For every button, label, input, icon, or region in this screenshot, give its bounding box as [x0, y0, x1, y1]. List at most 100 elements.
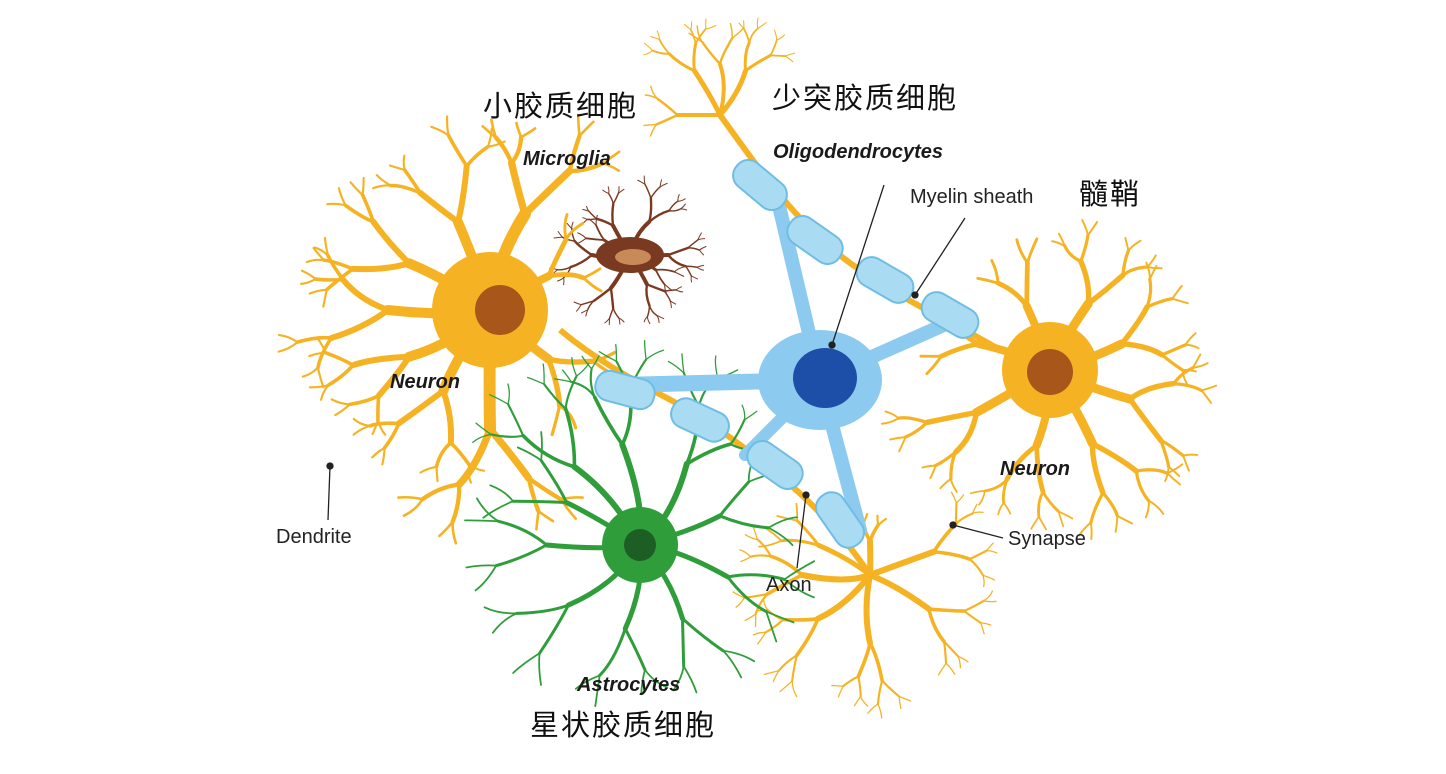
astrocyte-process	[489, 433, 525, 438]
microglia-process	[673, 266, 686, 273]
left-neuron-dendrite	[402, 154, 406, 171]
astrocyte-process	[482, 500, 514, 519]
axon-terminal-branch	[957, 655, 962, 669]
astrocyte-process	[561, 369, 572, 383]
astrocyte-process	[743, 410, 758, 421]
axon-terminal-branch	[831, 684, 844, 687]
left-neuron-dendrite	[326, 363, 355, 387]
oligo-pointer-line	[831, 184, 885, 346]
right-neuron-dendrite	[1171, 284, 1183, 300]
right-neuron-dendrite	[1182, 453, 1199, 457]
astrocyte-process	[598, 351, 618, 362]
axon-terminal-branch	[744, 533, 759, 541]
right-neuron-dendrite	[925, 354, 943, 376]
microglia-process	[583, 218, 588, 224]
left-neuron-dendrite	[313, 277, 345, 282]
astrocyte-process	[472, 433, 492, 443]
upper-axon-branch	[731, 27, 745, 40]
left-neuron-dendrite	[440, 387, 455, 446]
astrocyte-process	[726, 575, 768, 614]
axon-terminal-branch	[867, 548, 937, 578]
right-neuron-dendrite	[939, 477, 952, 490]
astrocyte-process	[667, 360, 685, 374]
upper-axon-branch	[743, 28, 751, 44]
axon-terminal-branch	[954, 501, 958, 525]
microglia-nucleus	[615, 249, 651, 265]
astrocyte-process	[571, 356, 578, 377]
left-neuron-dendrite	[330, 398, 352, 406]
axon-terminal-branch	[853, 695, 862, 707]
upper-axon-branch	[701, 40, 722, 66]
microglia-label: Microglia	[523, 148, 611, 170]
astrocyte-nucleus	[624, 529, 656, 561]
astrocyte-process	[722, 649, 756, 663]
axon-terminal-branch	[856, 641, 872, 679]
left-neuron-dendrite	[451, 520, 458, 545]
left-neuron-dendrite	[381, 446, 386, 466]
left-neuron-dendrite	[349, 353, 413, 369]
left-neuron-dendrite	[300, 269, 317, 281]
upper-axon-branch	[744, 53, 773, 73]
upper-axon-branch	[656, 30, 661, 41]
axon-terminal-branch	[756, 538, 772, 558]
microglia-process	[588, 218, 597, 226]
right-neuron-dendrite	[1160, 343, 1187, 357]
left-neuron-dendrite	[323, 351, 355, 368]
left-neuron-dendrite	[545, 356, 597, 365]
microglia-process	[685, 265, 698, 268]
right-neuron-dendrite	[969, 490, 986, 495]
right-neuron-dendrite	[1181, 369, 1188, 385]
left-neuron-dendrite	[450, 482, 462, 524]
right-neuron-dendrite	[1148, 500, 1165, 515]
left-neuron-dendrite	[334, 403, 352, 417]
right-neuron-dendrite	[1200, 389, 1212, 404]
astrocyte-process	[765, 610, 778, 643]
axon-terminal-branch	[867, 703, 879, 714]
axon-terminal-branch	[954, 512, 974, 525]
astrocyte-process	[681, 617, 686, 668]
left-neuron-dendrite	[419, 465, 438, 474]
microglia-process	[580, 309, 589, 314]
upper-axon-branch	[717, 68, 748, 118]
pointer-dot	[802, 491, 810, 499]
microglia-process	[585, 237, 606, 242]
astrocyte-process	[729, 418, 746, 446]
microglia-process	[571, 227, 576, 242]
upper-axon-branch	[692, 41, 698, 73]
microglia-process	[612, 307, 620, 319]
right-neuron-dendrite	[1078, 521, 1092, 537]
astrocyte-process	[643, 340, 647, 360]
axon-terminal-branch	[881, 679, 901, 698]
microglia-process	[595, 224, 606, 242]
left-neuron-dendrite	[578, 120, 595, 138]
neuron-left-label: Neuron	[390, 371, 460, 393]
right-neuron-dendrite	[1124, 236, 1130, 252]
left-neuron-dendrite	[546, 272, 587, 281]
axon-terminal-branch	[857, 675, 862, 698]
axon-terminal-branch	[837, 685, 844, 698]
oligodendrocyte-nucleus	[793, 348, 857, 408]
upper-axon-branch	[718, 62, 726, 117]
right-neuron-dendrite	[1146, 254, 1157, 268]
astrocyte-process	[672, 665, 685, 692]
right-neuron-dendrite	[1127, 239, 1142, 252]
axon-terminal-branch	[791, 680, 798, 698]
upper-axon-branch	[643, 49, 653, 56]
microglia-chinese-label: 小胶质细胞	[483, 89, 639, 123]
microglia-process	[646, 316, 651, 325]
astrocyte-process	[645, 349, 665, 360]
astrocyte-process	[681, 353, 685, 374]
right-neuron-dendrite	[1025, 237, 1039, 265]
microglia-process	[644, 183, 652, 199]
microglia-process	[677, 194, 680, 202]
axon-terminal-branch	[739, 549, 752, 558]
left-neuron-dendrite	[352, 417, 371, 427]
left-neuron-dendrite	[277, 333, 299, 344]
right-neuron-dendrite	[1024, 260, 1030, 309]
axon-terminal-branch	[777, 654, 798, 672]
astrocyte-process	[684, 442, 733, 466]
left-neuron-dendrite	[402, 168, 423, 195]
right-neuron-dendrite	[1079, 233, 1090, 263]
microglia-process	[566, 222, 573, 230]
microglia-process	[643, 175, 646, 185]
